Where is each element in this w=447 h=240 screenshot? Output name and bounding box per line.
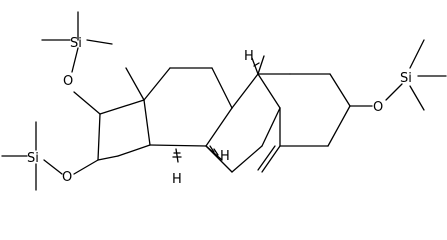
methyl-c19 [257,55,265,75]
tms-group-right: O Si [349,39,447,115]
h-label-c8: H [220,149,230,164]
o-label-bottom: O [62,170,72,185]
ring-b [205,73,281,173]
o-label-right: O [373,100,383,115]
h-c14: H [172,148,182,187]
h-label-c14: H [172,172,182,187]
si-label-top: Si [70,36,82,51]
tms-group-bottom: Si O [1,121,99,191]
h-c9: H [244,49,260,75]
si-label-bottom: Si [27,151,39,166]
h-label-c9: H [244,49,254,64]
o-label-top: O [63,74,73,89]
structure-diagram: Si O Si O H H [1,11,447,191]
tms-group-top: Si O [41,11,113,115]
ring-a [257,73,351,147]
ring-c [143,67,233,147]
methyl-c18 [125,67,145,101]
double-bond-c5-c6 [257,145,281,173]
si-label-right: Si [400,71,412,86]
ring-d [97,99,151,161]
